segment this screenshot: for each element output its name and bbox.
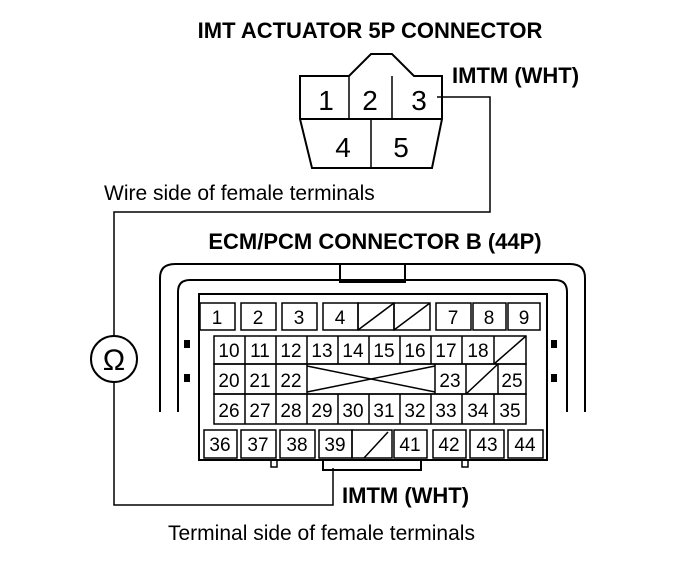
- imt-pin-5: 5: [393, 132, 409, 163]
- ecm-tab: [270, 459, 278, 468]
- imt-pin-4: 4: [335, 132, 351, 163]
- ecm-tab: [551, 374, 557, 382]
- ecm-pin-36: 36: [209, 435, 230, 456]
- imt-wire-label-top: IMTM (WHT): [452, 63, 579, 88]
- ecm-pin-20: 20: [218, 371, 239, 392]
- imt-wire-label-bottom: IMTM (WHT): [342, 483, 469, 508]
- ecm-pin-31: 31: [373, 401, 394, 422]
- ecm-row-5: 36 37 38 39 41 42 43 44: [203, 429, 544, 459]
- ecm-pin-cell: [507, 429, 544, 459]
- ecm-pin-9: 9: [519, 308, 530, 329]
- ecm-pin-4: 4: [335, 308, 346, 329]
- ecm-pin-cell: [472, 302, 507, 331]
- ecm-housing-inner: [177, 279, 568, 412]
- ecm-pin-3: 3: [294, 308, 305, 329]
- ecm-blank-cross: [306, 365, 436, 393]
- ecm-pin-29: 29: [311, 401, 332, 422]
- ohmmeter-icon: [90, 335, 138, 383]
- test-lead-top: [113, 96, 491, 336]
- imt-pin-3: 3: [411, 85, 427, 116]
- ecm-pin-cell: [240, 429, 277, 459]
- ecm-pin-cell-empty: [351, 429, 393, 459]
- wire-side-caption: Wire side of female terminals: [104, 182, 375, 205]
- ecm-pin-42: 42: [438, 435, 459, 456]
- ecm-pin-cell: [435, 302, 472, 331]
- ecm-pin-cell-empty: [393, 302, 431, 331]
- ecm-pin-2: 2: [253, 308, 264, 329]
- ecm-pin-cell: [393, 429, 428, 459]
- ecm-pin-26: 26: [218, 401, 239, 422]
- ecm-pin-35: 35: [499, 401, 520, 422]
- test-lead-wiring: Ω: [90, 96, 491, 506]
- ecm-pin-22: 22: [280, 371, 301, 392]
- ecm-pin-17: 17: [435, 341, 456, 362]
- ecm-pin-12: 12: [280, 341, 301, 362]
- ecm-pin-cell: [432, 429, 467, 459]
- test-lead-bottom: [113, 382, 334, 506]
- ecm-pin-33: 33: [435, 401, 456, 422]
- ecm-pin-cell: [469, 429, 505, 459]
- ecm-pin-23: 23: [439, 371, 460, 392]
- ecm-pin-16: 16: [404, 341, 425, 362]
- ecm-pin-27: 27: [249, 401, 270, 422]
- ecm-pin-7: 7: [448, 308, 459, 329]
- ecm-row-4: 26 27 28 29 30 31 32 33 34 35: [213, 393, 527, 425]
- ecm-pin-25: 25: [501, 371, 522, 392]
- ecm-pin-cell: [203, 429, 238, 459]
- ecm-empty-slash: [357, 302, 395, 331]
- ecm-pin-cell: [507, 302, 541, 331]
- ecm-row-4-frame: [213, 393, 527, 425]
- imt-pin-1: 1: [318, 85, 334, 116]
- ecm-pin-34: 34: [467, 401, 489, 422]
- ecm-pin-44: 44: [514, 435, 536, 456]
- imt-connector-title: IMT ACTUATOR 5P CONNECTOR: [198, 18, 543, 43]
- imt-pin-2: 2: [362, 85, 378, 116]
- ecm-tab: [551, 340, 557, 348]
- ecm-connector-title: ECM/PCM CONNECTOR B (44P): [208, 229, 541, 254]
- ecm-row-2: 10 11 12 13 14 15 16 17 18: [213, 335, 527, 365]
- ecm-empty-slash: [493, 335, 527, 365]
- ecm-pin-1: 1: [212, 308, 223, 329]
- ecm-pin-11: 11: [250, 341, 270, 362]
- ecm-latch-bottom: [322, 459, 422, 471]
- ecm-pin-28: 28: [280, 401, 301, 422]
- ohmmeter-symbol: Ω: [103, 344, 125, 377]
- ecm-pin-38: 38: [286, 435, 307, 456]
- ecm-tab: [461, 459, 469, 468]
- ecm-pin-13: 13: [311, 341, 332, 362]
- ecm-empty-slash: [393, 302, 431, 331]
- ecm-pin-43: 43: [476, 435, 497, 456]
- ecm-pin-32: 32: [404, 401, 425, 422]
- ecm-pin-15: 15: [373, 341, 394, 362]
- ecm-pin-10: 10: [218, 341, 239, 362]
- ecm-pin-cell: [279, 429, 316, 459]
- ecm-pin-8: 8: [484, 308, 495, 329]
- ecm-empty-slash: [465, 363, 499, 395]
- ecm-pin-39: 39: [324, 435, 345, 456]
- ecm-pin-41: 41: [399, 435, 420, 456]
- ecm-pin-21: 21: [249, 371, 270, 392]
- ecm-pin-cell: [281, 302, 318, 331]
- imt-connector-housing: [299, 53, 443, 169]
- ecm-pin-14: 14: [342, 341, 364, 362]
- ecm-pin-37: 37: [247, 435, 268, 456]
- ecm-row-1: 1 2 3 4 7 8 9: [199, 302, 541, 331]
- ecm-pin-cell: [240, 302, 277, 331]
- terminal-side-caption: Terminal side of female terminals: [168, 522, 475, 545]
- imt-connector: 1 2 3 4 5: [299, 53, 443, 169]
- ecm-tab: [184, 374, 190, 382]
- ecm-empty-slash: [363, 431, 389, 459]
- ecm-connector: 1 2 3 4 7 8 9: [159, 263, 586, 471]
- ecm-pin-30: 30: [342, 401, 363, 422]
- ecm-tab: [184, 340, 190, 348]
- ecm-latch-top: [339, 263, 406, 283]
- ecm-pin-cell: [199, 302, 236, 331]
- ecm-row-3: 20 21 22 23 25: [213, 363, 527, 395]
- ecm-pin-18: 18: [467, 341, 488, 362]
